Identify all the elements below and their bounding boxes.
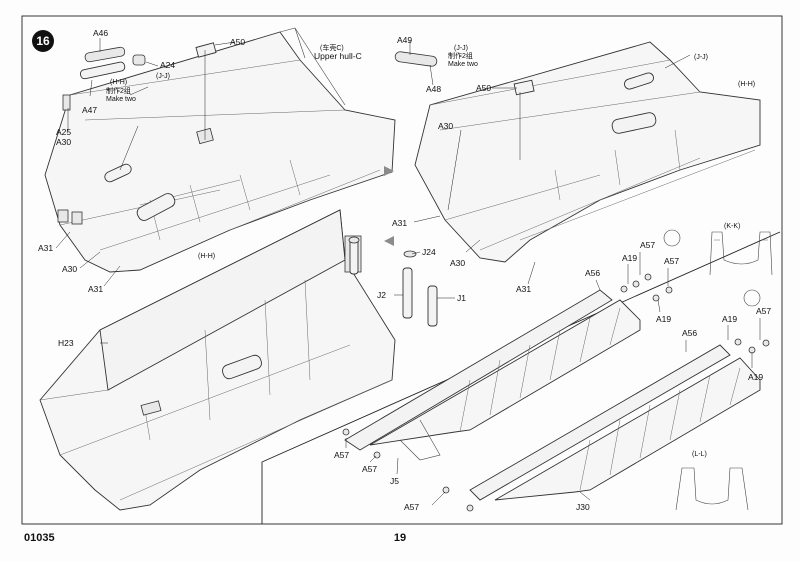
label-J5: J5	[390, 476, 399, 486]
label-A56: A56	[682, 328, 697, 338]
tag-hh: (H-H)	[198, 253, 215, 260]
label-A56: A56	[585, 268, 600, 278]
label-A57: A57	[640, 240, 655, 250]
detail-ll	[675, 467, 749, 511]
label-A19: A19	[656, 314, 671, 324]
small-pins	[342, 273, 770, 512]
label-J2: J2	[377, 290, 386, 300]
label-A19: A19	[748, 372, 763, 382]
upper-hull-right	[394, 40, 761, 285]
side-skirt-upper	[344, 289, 641, 461]
tag-jj: (J-J)	[156, 73, 170, 80]
upper-hull-label: Upper hull-C	[314, 51, 362, 61]
label-A31: A31	[38, 243, 53, 253]
label-A48: A48	[426, 84, 441, 94]
tag-hh: (H-H)	[110, 79, 127, 86]
label-A24: A24	[160, 60, 175, 70]
page-frame	[21, 15, 783, 525]
arrow-right-icon	[384, 166, 394, 176]
make-two-cn: 制作2组	[448, 51, 473, 60]
tag-jj: (J-J)	[694, 54, 708, 61]
label-A50: A50	[476, 83, 491, 93]
label-A47: A47	[82, 105, 97, 115]
label-H23: H23	[58, 338, 74, 348]
make-two: Make two	[106, 96, 136, 103]
upper-hull-left	[44, 27, 396, 273]
label-J1: J1	[457, 293, 466, 303]
lower-hull-left	[39, 209, 396, 511]
label-A25: A25	[56, 127, 71, 137]
label-A31: A31	[88, 284, 103, 294]
left-small-parts	[57, 42, 217, 225]
label-J30: J30	[576, 502, 590, 512]
label-A30: A30	[450, 258, 465, 268]
label-A57: A57	[362, 464, 377, 474]
label-A46: A46	[93, 28, 108, 38]
kit-number: 01035	[24, 532, 55, 544]
label-A50: A50	[230, 37, 245, 47]
arrow-left-icon	[384, 236, 394, 246]
zoom-icon	[663, 229, 681, 247]
tag-ll: (L-L)	[692, 451, 707, 458]
track-leaders	[345, 252, 761, 506]
detail-kk	[709, 231, 773, 276]
label-A30: A30	[56, 137, 71, 147]
side-skirt-lower	[469, 344, 761, 501]
make-two: Make two	[448, 61, 478, 68]
page-number: 19	[394, 532, 406, 544]
make-two-cn: 制作2组	[106, 86, 131, 95]
label-A30: A30	[438, 121, 453, 131]
label-A57: A57	[664, 256, 679, 266]
tag-kk: (K-K)	[724, 223, 740, 230]
j-parts	[348, 236, 455, 327]
label-A57: A57	[404, 502, 419, 512]
label-J24: J24	[422, 247, 436, 257]
label-A31: A31	[516, 284, 531, 294]
step-number: 16	[36, 34, 50, 48]
zoom-icon	[743, 289, 761, 307]
label-A31: A31	[392, 218, 407, 228]
step-badge	[32, 30, 54, 52]
label-A19: A19	[722, 314, 737, 324]
label-A30: A30	[62, 264, 77, 274]
label-A57: A57	[756, 306, 771, 316]
label-A49: A49	[397, 35, 412, 45]
label-A57: A57	[334, 450, 349, 460]
tag-jj: (J-J)	[454, 45, 468, 52]
label-A19: A19	[622, 253, 637, 263]
upper-hull-cn: (车壳C)	[320, 43, 344, 52]
tag-hh: (H-H)	[738, 81, 755, 88]
left-leader-lines	[55, 38, 236, 287]
